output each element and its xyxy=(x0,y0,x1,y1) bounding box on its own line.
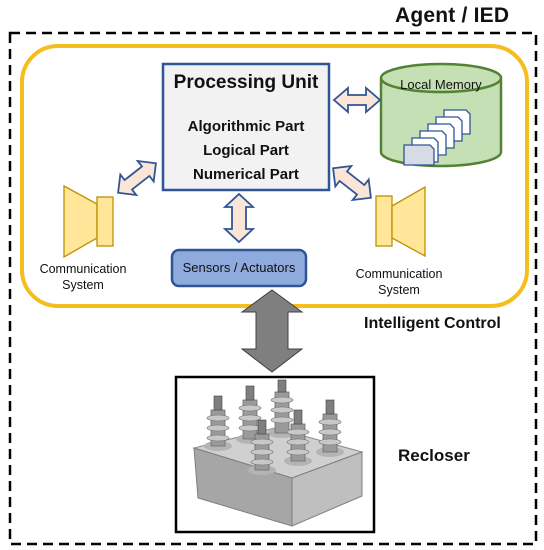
sensors-actuators-box xyxy=(170,248,308,288)
recloser-label: Recloser xyxy=(398,446,470,465)
intelligent-control-title: Intelligent Control xyxy=(364,315,501,332)
communication-left-icon xyxy=(63,184,114,259)
numerical-part-label: Numerical Part xyxy=(193,166,299,183)
processing-unit-title: Processing Unit xyxy=(173,72,319,93)
algorithmic-part-label: Algorithmic Part xyxy=(187,118,305,135)
logical-part-label: Logical Part xyxy=(203,142,289,159)
agent-ied-title: Agent / IED xyxy=(395,4,510,27)
communication-left-line1: Communication xyxy=(39,262,127,276)
agent-ied-boundary xyxy=(8,31,538,546)
communication-right-line1: Communication xyxy=(355,267,443,281)
communication-left-line2: System xyxy=(62,278,104,292)
communication-left-label: Communication System xyxy=(28,261,138,293)
local-memory-label: Local Memory xyxy=(400,77,482,92)
arrow-pu-comm-left xyxy=(117,159,157,197)
communication-right-line2: System xyxy=(378,283,420,297)
arrow-pu-comm-right xyxy=(332,164,372,202)
processing-unit-box xyxy=(161,62,331,192)
arrow-control-recloser xyxy=(240,289,304,373)
recloser-device-image xyxy=(192,379,364,527)
communication-right-label: Communication System xyxy=(344,266,454,298)
arrow-pu-sensors xyxy=(222,192,256,244)
memory-pages-icon xyxy=(403,109,471,166)
arrow-pu-memory xyxy=(332,86,382,114)
sensors-actuators-label: Sensors / Actuators xyxy=(182,260,296,275)
communication-right-icon xyxy=(375,185,426,258)
